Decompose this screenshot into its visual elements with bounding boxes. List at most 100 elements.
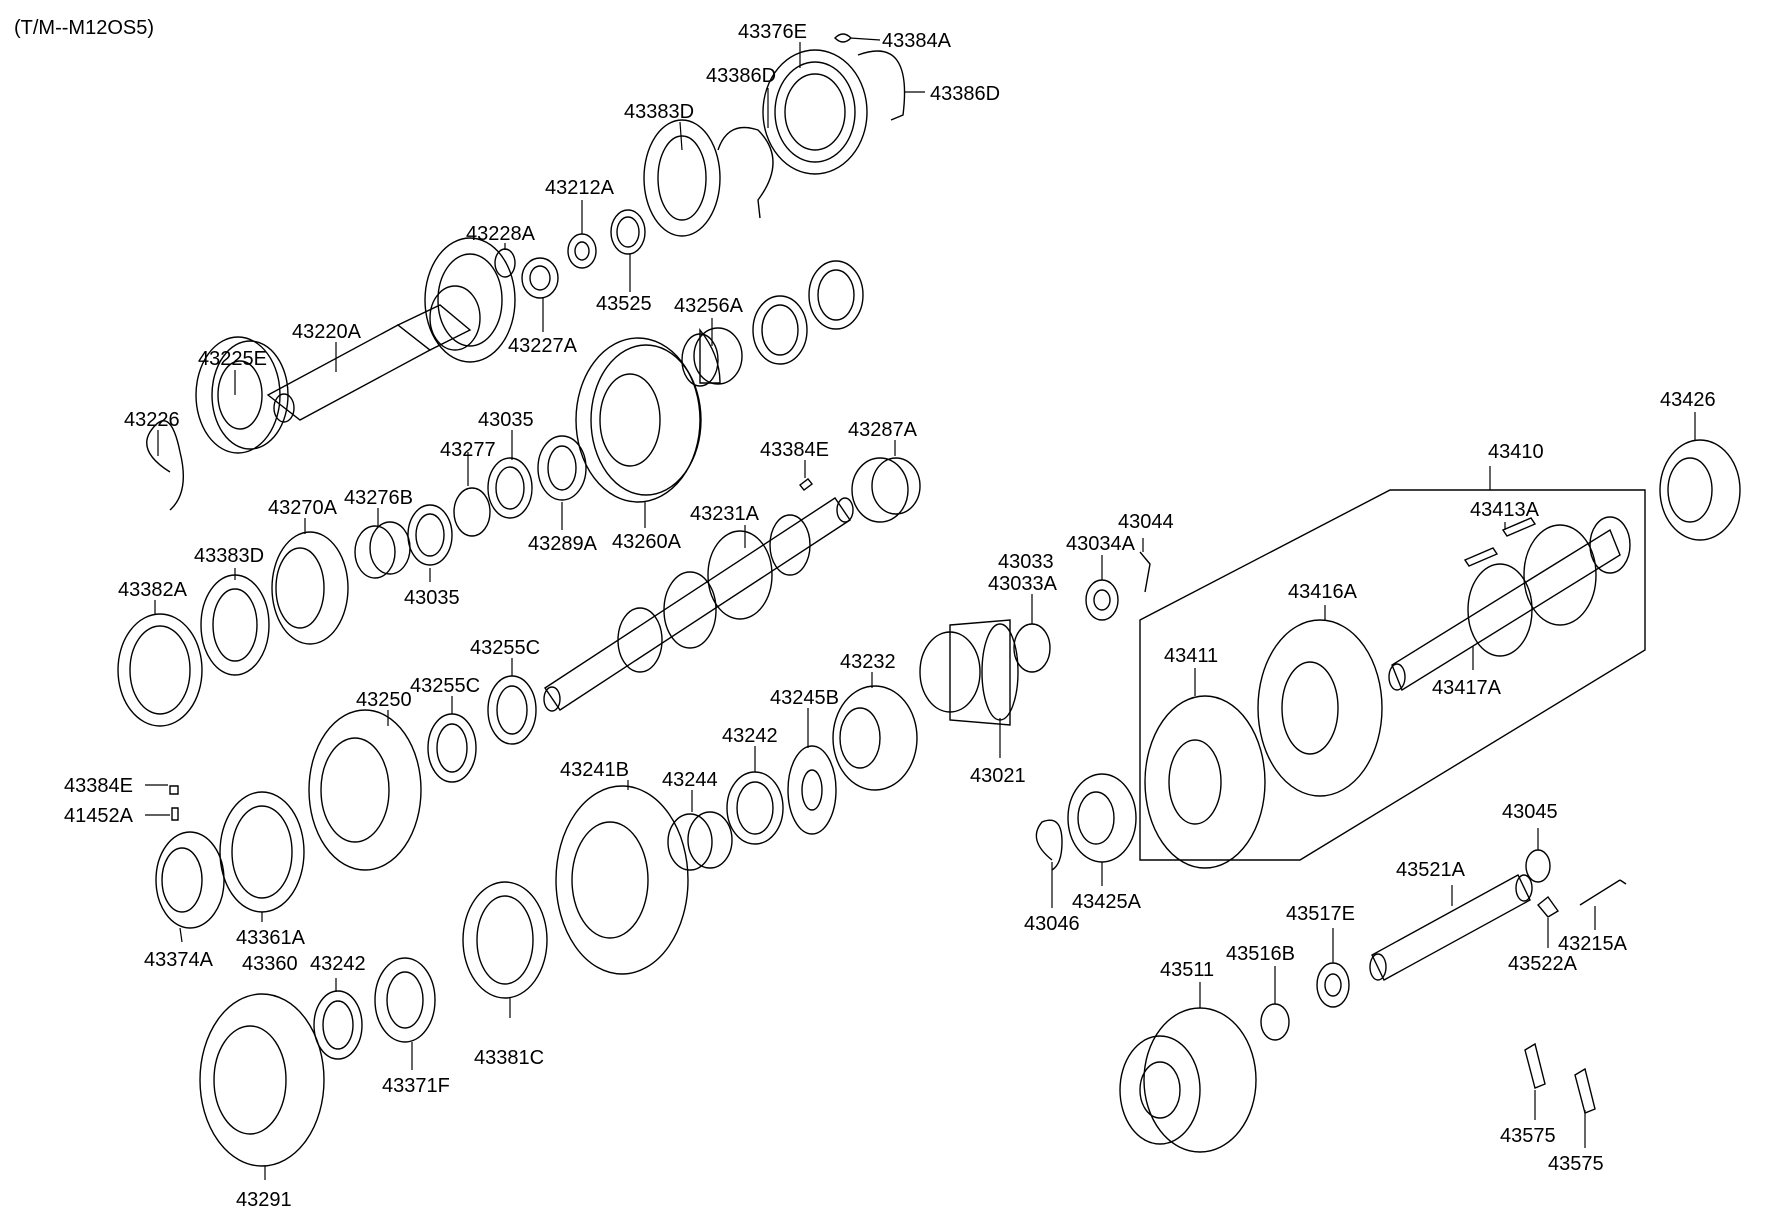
countershaft-43417a <box>1388 516 1631 692</box>
label-43289a: 43289A <box>528 533 598 555</box>
bushing-43256a <box>681 327 743 387</box>
label-43417a: 43417A <box>1432 677 1502 699</box>
retainer-43021 <box>919 619 1019 726</box>
label-43215a: 43215A <box>1558 933 1628 955</box>
washer-43517e <box>1316 962 1350 1008</box>
key-43413a-lower <box>1463 547 1499 567</box>
label-43228a: 43228A <box>466 223 536 245</box>
gear-43411 <box>1144 695 1266 869</box>
label-43360: 43360 <box>242 953 298 975</box>
label-43045: 43045 <box>1502 801 1558 823</box>
gear-43511 <box>1119 1007 1257 1153</box>
label-43256a: 43256A <box>674 295 744 317</box>
label-43231a: 43231A <box>690 503 760 525</box>
label-43035-upper: 43035 <box>478 409 534 431</box>
label-43381c: 43381C <box>474 1047 544 1069</box>
gear-43376e <box>762 49 868 175</box>
label-43386d-right: 43386D <box>930 83 1000 105</box>
pin-43384e-left <box>169 785 179 795</box>
gear-43227a <box>521 257 559 299</box>
washer-43245b <box>787 745 837 835</box>
label-43371f: 43371F <box>382 1075 450 1097</box>
gear-43260a <box>575 337 702 503</box>
label-43386d-left: 43386D <box>706 65 776 87</box>
label-43277: 43277 <box>440 439 496 461</box>
ring-43277 <box>453 487 491 537</box>
label-43575-right: 43575 <box>1548 1153 1604 1175</box>
label-43361a: 43361A <box>236 927 306 949</box>
label-43384a: 43384A <box>882 30 952 52</box>
bushing-43244 <box>667 811 733 871</box>
gear-43291 <box>199 993 325 1167</box>
bearing-43225e <box>195 336 289 454</box>
synchro-ring-43383d-lower <box>200 574 270 676</box>
diagram-title: (T/M--M12OS5) <box>14 17 154 39</box>
label-43276b: 43276B <box>344 487 413 509</box>
bearing-43426 <box>1659 439 1741 541</box>
label-43522a: 43522A <box>1508 953 1578 975</box>
label-43521a: 43521A <box>1396 859 1466 881</box>
label-43033: 43033 <box>998 551 1054 573</box>
label-43044: 43044 <box>1118 511 1174 533</box>
label-43242-lower: 43242 <box>310 953 366 975</box>
snap-ring-43046 <box>1035 819 1063 871</box>
label-43260a: 43260A <box>612 531 682 553</box>
label-43241b: 43241B <box>560 759 629 781</box>
label-43376e: 43376E <box>738 21 807 43</box>
ring-43045 <box>1525 849 1551 883</box>
snap-ring-43386d-right <box>857 50 906 121</box>
label-43255c-upper: 43255C <box>470 637 540 659</box>
label-43516b: 43516B <box>1226 943 1295 965</box>
ring-43228a <box>494 248 516 278</box>
part-labels: 43376E 43384A 43386D 43386D 43383D 43212… <box>64 21 1716 1211</box>
label-43255c-lower: 43255C <box>410 675 480 697</box>
label-43413a: 43413A <box>1470 499 1540 521</box>
needle-bearing-43256a-top <box>808 260 864 330</box>
synchro-ring-43383d-top <box>643 119 721 237</box>
main-shaft-43231a <box>543 497 854 712</box>
label-43383d-lower: 43383D <box>194 545 264 567</box>
plate-43522a <box>1537 895 1560 918</box>
input-shaft-43220a <box>266 237 516 423</box>
label-43425a: 43425A <box>1072 891 1142 913</box>
label-43410: 43410 <box>1488 441 1544 463</box>
label-43416a: 43416A <box>1288 581 1358 603</box>
nut-43212a <box>567 233 597 269</box>
label-43226: 43226 <box>124 409 180 431</box>
ring-43289a <box>537 435 587 501</box>
label-43035-lower: 43035 <box>404 587 460 609</box>
label-43525: 43525 <box>596 293 652 315</box>
label-43426: 43426 <box>1660 389 1716 411</box>
label-43245b: 43245B <box>770 687 839 709</box>
spring-41452a <box>171 807 179 821</box>
label-43287a: 43287A <box>848 419 918 441</box>
label-43517e: 43517E <box>1286 903 1355 925</box>
bearing-43242-lower <box>313 990 363 1060</box>
label-43411: 43411 <box>1164 645 1218 667</box>
bearing-43232 <box>832 685 918 791</box>
label-43212a: 43212A <box>545 177 615 199</box>
label-43244: 43244 <box>662 769 718 791</box>
nut-43034a <box>1085 579 1119 621</box>
clip-43384a <box>834 33 852 43</box>
bearing-43516b <box>1260 1003 1290 1041</box>
label-43384e-top: 43384E <box>760 439 829 461</box>
label-43374a: 43374A <box>144 949 214 971</box>
gear-43250 <box>308 709 422 871</box>
gear-43270a <box>271 531 349 645</box>
label-43383d-top: 43383D <box>624 101 694 123</box>
assembly-box-43410 <box>1139 489 1646 861</box>
bracket-43575-left <box>1524 1042 1546 1089</box>
snap-ring-43386d-left <box>717 126 774 219</box>
label-43575-left: 43575 <box>1500 1125 1556 1147</box>
label-43511: 43511 <box>1160 959 1214 981</box>
bearing-43035-upper <box>487 457 533 519</box>
parts-artwork <box>117 33 1741 1167</box>
pin-43384e-top <box>799 478 813 491</box>
bushing-43276b <box>354 521 411 579</box>
bearing-43255c-lower <box>427 713 477 783</box>
label-43227a: 43227A <box>508 335 578 357</box>
label-43034a: 43034A <box>1066 533 1136 555</box>
gear-43416a <box>1257 619 1383 797</box>
